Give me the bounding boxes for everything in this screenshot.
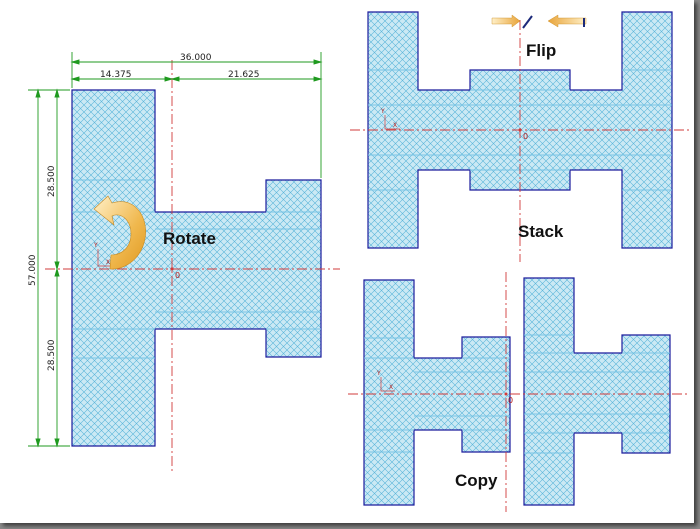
main-axis-marker (97, 249, 114, 267)
stack-part: 0 Y X (350, 11, 690, 262)
copy-left-inner-lines (364, 337, 510, 453)
stack-label: Stack (518, 222, 564, 241)
main-axis-y-label: Y (93, 242, 98, 249)
copy-part-left: Y X (363, 279, 511, 506)
stack-axis-y-label: Y (380, 108, 385, 115)
copy-centerlines (348, 272, 690, 512)
flip-label: Flip (526, 41, 556, 60)
copy-axis-y-label: Y (376, 370, 381, 377)
rotate-arrow-icon (93, 195, 146, 270)
copy-right-inner-lines (524, 334, 670, 454)
copy-part-right-body (523, 277, 671, 506)
stack-axis-x-label: X (393, 122, 397, 129)
rotate-label: Rotate (163, 229, 216, 248)
dim-upper-height: 28.500 (47, 165, 57, 197)
stack-origin-point (518, 128, 522, 132)
dim-left-width: 14.375 (100, 70, 132, 80)
stack-axis-marker (384, 115, 400, 130)
copy-axis-marker (380, 377, 395, 392)
dim-overall-height: 57.000 (28, 254, 38, 286)
dimensions (28, 52, 323, 448)
main-centerlines (45, 60, 340, 472)
dim-right-width: 21.625 (228, 70, 260, 80)
main-part-body (71, 89, 322, 447)
flip-arrows-icon (491, 14, 587, 29)
copy-part-right (523, 277, 671, 506)
main-origin-point (170, 267, 174, 271)
copy-label: Copy (455, 471, 498, 490)
copy-axis-x-label: X (389, 384, 393, 391)
main-axis-x-label: X (106, 259, 110, 266)
dim-overall-width: 36.000 (180, 53, 212, 63)
stack-origin-label: 0 (523, 132, 528, 141)
copy-origin-label: 0 (508, 396, 513, 405)
main-origin-label: 0 (175, 271, 180, 280)
dim-lower-height: 28.500 (47, 339, 57, 371)
main-part-inner-lines (72, 179, 321, 359)
main-part: 0 Y X (45, 60, 340, 472)
copy-origin-point (504, 392, 508, 396)
